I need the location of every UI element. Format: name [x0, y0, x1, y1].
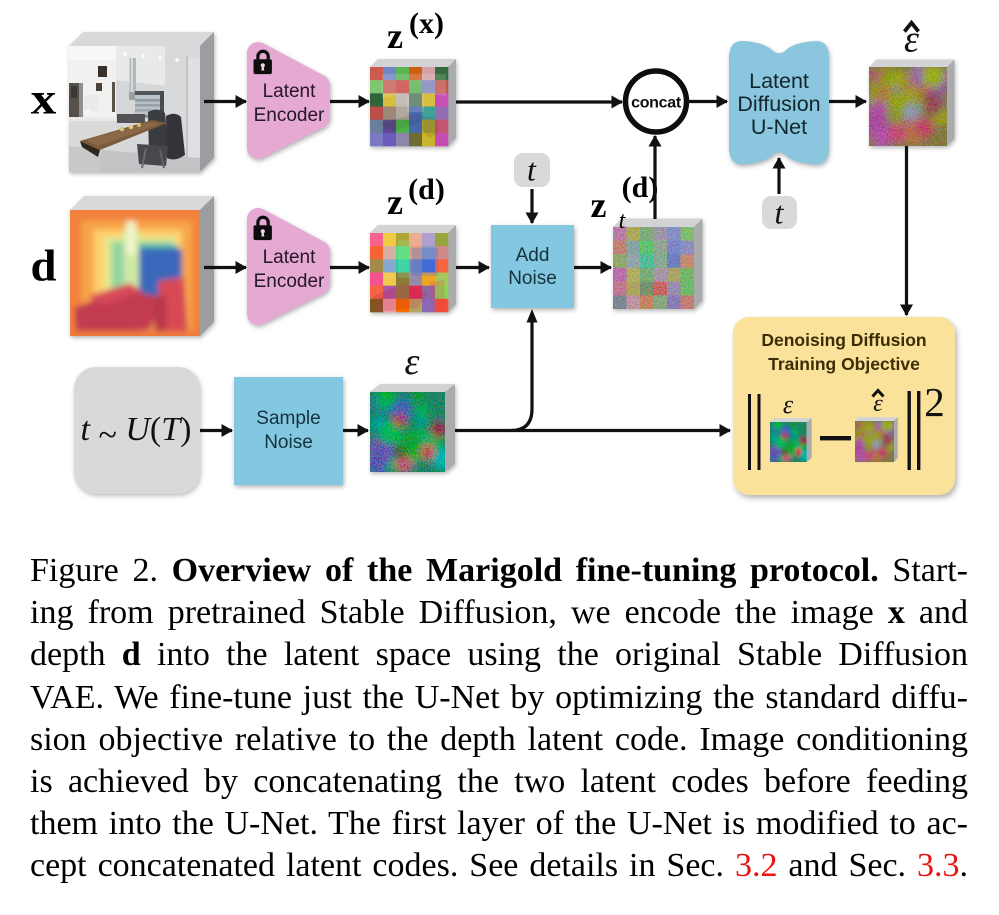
svg-text:z: z: [591, 185, 607, 225]
svg-text:Diffusion: Diffusion: [737, 92, 820, 116]
svg-text:ε: ε: [405, 341, 420, 383]
svg-text:x: x: [31, 75, 57, 124]
svg-text:z: z: [387, 16, 403, 56]
svg-text:ε: ε: [873, 391, 883, 417]
svg-text:Sample: Sample: [256, 408, 320, 429]
svg-text:Encoder: Encoder: [254, 105, 325, 126]
svg-text:Latent: Latent: [749, 69, 809, 93]
svg-text:2: 2: [924, 379, 945, 425]
svg-text:ε: ε: [904, 19, 919, 61]
svg-text:Latent: Latent: [263, 81, 317, 102]
svg-text:(d): (d): [622, 171, 659, 204]
svg-text:Noise: Noise: [508, 268, 557, 289]
svg-text:t: t: [775, 195, 785, 231]
svg-text:z: z: [387, 182, 403, 222]
svg-text:U-Net: U-Net: [751, 115, 807, 139]
svg-text:Noise: Noise: [264, 432, 313, 453]
svg-text:Encoder: Encoder: [254, 271, 325, 292]
svg-text:Denoising Diffusion: Denoising Diffusion: [761, 330, 926, 350]
svg-text:(d): (d): [408, 173, 445, 206]
svg-text:concat: concat: [631, 95, 682, 112]
svg-text:t: t: [619, 208, 627, 234]
svg-text:t ~ U(T): t ~ U(T): [81, 411, 192, 454]
svg-text:Add: Add: [516, 245, 550, 266]
svg-text:(x): (x): [409, 7, 444, 40]
svg-text:t: t: [527, 152, 537, 188]
svg-text:Latent: Latent: [263, 247, 317, 268]
svg-text:d: d: [31, 242, 57, 291]
svg-text:Training Objective: Training Objective: [768, 354, 920, 374]
svg-text:ε: ε: [783, 390, 794, 419]
